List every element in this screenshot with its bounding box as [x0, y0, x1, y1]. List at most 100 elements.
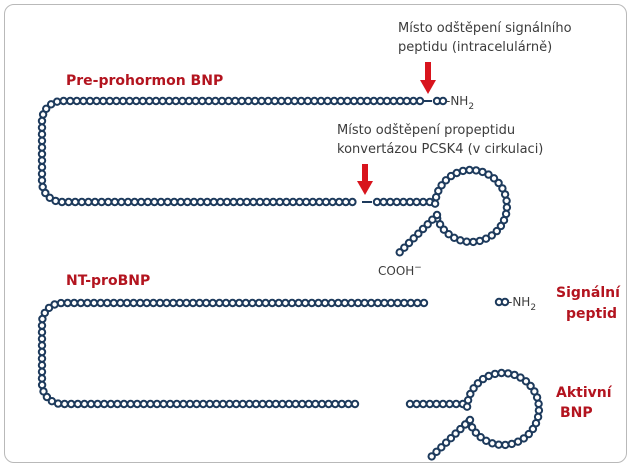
amino-acid-bead	[347, 298, 356, 308]
amino-acid-bead	[225, 399, 234, 409]
amino-acid-bead	[41, 188, 50, 198]
amino-acid-bead	[341, 197, 350, 207]
amino-acid-bead	[67, 399, 76, 409]
amino-acid-bead	[37, 334, 47, 343]
amino-acid-bead	[130, 197, 139, 207]
amino-acid-bead	[118, 96, 128, 106]
amino-acid-bead	[534, 399, 543, 408]
amino-acid-bead	[105, 96, 115, 106]
amino-acid-bead	[418, 224, 428, 234]
amino-acid-bead	[304, 399, 313, 409]
amino-acid-bead	[178, 96, 187, 106]
amino-acid-bead	[356, 96, 365, 106]
amino-acid-bead	[482, 436, 491, 445]
amino-acid-bead	[494, 440, 503, 449]
amino-acid-bead	[192, 399, 201, 409]
signal-peptide-label-line1: Signální	[556, 285, 621, 301]
amino-acid-bead	[159, 399, 168, 409]
active-bnp-label-line1: Aktivní	[556, 385, 613, 401]
amino-acid-bead	[122, 298, 132, 308]
amino-acid-bead	[343, 96, 352, 106]
amino-acid-bead	[137, 197, 146, 207]
amino-acid-bead	[96, 298, 105, 308]
amino-acid-bead	[51, 196, 60, 206]
amino-acid-bead	[222, 197, 232, 207]
amino-acid-bead	[353, 298, 363, 308]
amino-acid-bead	[419, 399, 428, 409]
amino-acid-bead	[241, 298, 251, 308]
amino-acid-bead	[231, 96, 240, 106]
amino-acid-bead	[405, 197, 415, 207]
amino-acid-bead	[235, 298, 244, 308]
amino-acid-bead	[386, 197, 395, 207]
amino-acid-bead	[211, 96, 220, 106]
amino-acid-bead	[471, 166, 481, 175]
amino-acid-bead	[251, 399, 261, 409]
amino-acid-bead	[386, 298, 396, 308]
amino-acid-bead	[112, 96, 121, 106]
propeptide-cleavage-arrow-icon	[357, 164, 373, 195]
amino-acid-bead	[310, 96, 319, 106]
amino-acid-bead	[497, 368, 506, 378]
active-bnp-chain	[405, 368, 544, 461]
amino-acid-bead	[64, 197, 73, 207]
amino-acid-bead	[37, 116, 47, 126]
amino-acid-bead	[84, 197, 93, 207]
nt-probnp-chain	[37, 298, 429, 409]
amino-acid-bead	[155, 298, 165, 308]
amino-acid-bead	[360, 298, 369, 308]
amino-acid-bead	[432, 447, 441, 456]
amino-acid-bead	[335, 197, 344, 207]
amino-acid-bead	[248, 298, 257, 308]
amino-acid-bead	[37, 156, 47, 165]
amino-acid-bead	[90, 197, 100, 207]
amino-acid-bead	[489, 174, 499, 183]
amino-acid-bead	[53, 399, 63, 408]
amino-acid-bead	[93, 399, 102, 409]
amino-acid-bead	[494, 178, 503, 188]
amino-acid-bead	[475, 236, 484, 246]
amino-acid-bead	[438, 399, 448, 409]
amino-acid-bead	[269, 197, 278, 207]
amino-acid-bead	[258, 399, 267, 409]
amino-acid-bead	[117, 197, 126, 207]
amino-acid-bead	[441, 438, 451, 447]
amino-acid-bead	[216, 197, 225, 207]
active-bnp-label-line2: BNP	[560, 405, 593, 421]
amino-acid-bead	[404, 238, 414, 248]
amino-acid-bead	[189, 197, 199, 207]
amino-acid-bead	[372, 197, 382, 207]
amino-acid-bead	[458, 166, 468, 176]
amino-acid-bead	[83, 298, 92, 308]
amino-acid-bead	[278, 399, 287, 409]
amino-acid-bead	[301, 298, 310, 308]
amino-acid-bead	[334, 298, 343, 308]
amino-acid-bead	[80, 399, 89, 409]
amino-acid-bead	[528, 424, 538, 434]
amino-acid-bead	[100, 399, 109, 409]
amino-acid-bead	[57, 197, 67, 207]
amino-acid-bead	[175, 298, 185, 308]
amino-acid-bead	[264, 96, 273, 106]
amino-acid-bead	[257, 96, 266, 106]
amino-acid-bead	[428, 215, 437, 224]
amino-acid-bead	[245, 399, 254, 409]
amino-acid-bead	[344, 399, 353, 409]
amino-acid-bead	[456, 424, 465, 434]
amino-acid-bead	[400, 243, 409, 252]
amino-acid-bead	[37, 130, 47, 139]
cooh-label: COOH−	[378, 263, 422, 278]
amino-acid-bead	[89, 298, 99, 308]
amino-acid-bead	[330, 96, 339, 106]
amino-acid-bead	[271, 399, 280, 409]
amino-acid-bead	[367, 298, 376, 308]
amino-acid-bead	[462, 402, 472, 411]
amino-acid-bead	[38, 314, 47, 324]
amino-acid-bead	[146, 399, 155, 409]
amino-acid-bead	[123, 197, 133, 207]
amino-acid-bead	[224, 96, 233, 106]
amino-acid-bead	[182, 298, 191, 308]
amino-acid-bead	[414, 229, 423, 238]
amino-acid-bead	[427, 452, 436, 461]
amino-acid-bead	[183, 197, 192, 207]
